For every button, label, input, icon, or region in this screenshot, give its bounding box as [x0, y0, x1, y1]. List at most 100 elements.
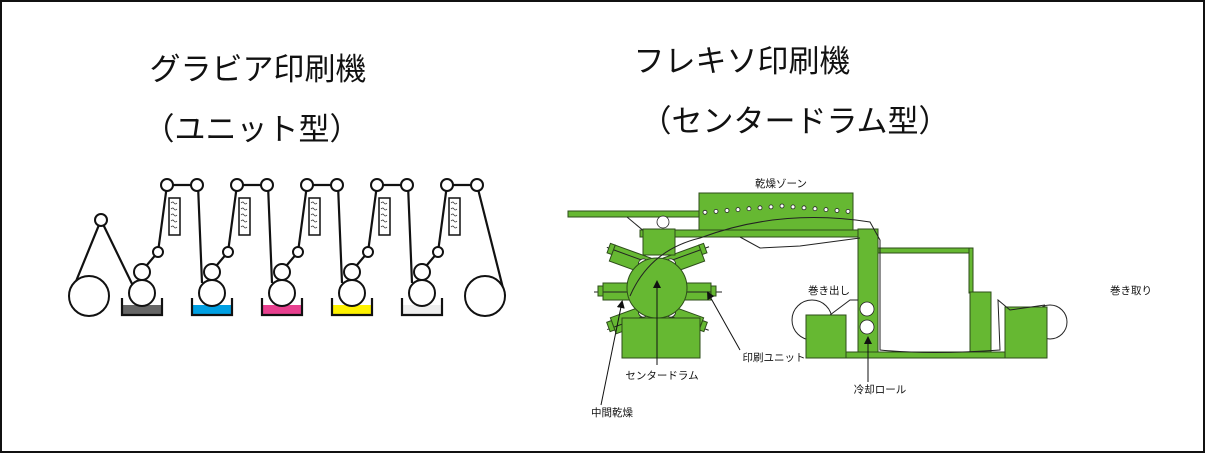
label-center-drum: センタードラム — [625, 370, 698, 382]
heater-coil — [170, 225, 178, 229]
upper-block — [642, 228, 676, 256]
press-base — [621, 317, 701, 359]
dryer-box — [308, 197, 321, 236]
gravure-cylinder — [408, 279, 436, 307]
gravure-unit-diagram — [68, 178, 507, 317]
unwind-stand — [805, 314, 847, 359]
rewind-roll — [464, 275, 506, 317]
drying-zone-box — [698, 192, 854, 232]
ink-2 — [192, 305, 232, 315]
gravure-cylinder — [338, 279, 366, 307]
dryer-roller — [823, 207, 829, 213]
heater-coil — [450, 201, 458, 205]
guide-roller — [292, 246, 304, 258]
dryer-box — [238, 197, 251, 236]
ink-tank — [260, 298, 304, 317]
web-path — [629, 217, 1046, 353]
flexo-center-drum-diagram: 乾燥ゾーン 巻き出し 巻き取り 印刷ユニット センタードラム 冷却ロール 中間乾… — [567, 177, 1152, 419]
dryer-roller — [724, 208, 730, 213]
label-chill-roll: 冷却ロール — [854, 383, 907, 396]
impression-roller — [133, 263, 151, 281]
heater-coil — [240, 225, 248, 229]
top-roller — [400, 178, 414, 192]
heater-coil — [170, 213, 178, 217]
top-roller — [440, 178, 454, 192]
impression-roller — [273, 263, 291, 281]
guide-roller — [362, 246, 374, 258]
heater-coil — [240, 213, 248, 217]
upper-beam — [639, 229, 879, 238]
gravure-cylinder — [268, 279, 296, 307]
dryer-box — [448, 197, 461, 236]
heater-coil — [380, 213, 388, 217]
heater-coil — [310, 219, 318, 223]
heater-coil — [240, 201, 248, 205]
arrow-interstation-drying — [600, 300, 625, 406]
ink-tank — [330, 298, 374, 317]
chill-roll-1 — [859, 301, 875, 317]
guide-roller — [94, 213, 108, 227]
heater-coil — [450, 225, 458, 229]
dryer-roller — [801, 205, 807, 211]
chill-roll-2 — [859, 319, 875, 335]
heater-coil — [380, 207, 388, 211]
gravure-cylinder — [198, 279, 226, 307]
label-rewind: 巻き取り — [1110, 285, 1152, 297]
support-strut — [626, 216, 646, 233]
top-roller — [160, 178, 174, 192]
heater-coil — [240, 219, 248, 223]
dryer-box — [168, 197, 181, 236]
flexo-subtitle: （センタードラム型） — [640, 104, 949, 140]
heater-coil — [310, 201, 318, 205]
dryer-roller — [713, 208, 719, 214]
impression-roller — [203, 263, 221, 281]
top-roller — [470, 178, 484, 192]
frame-top-bar — [877, 247, 974, 254]
dryer-roller — [812, 206, 818, 212]
gravure-subtitle: （ユニット型） — [144, 112, 361, 148]
heater-coil — [310, 207, 318, 211]
unwind-roll — [68, 275, 110, 317]
gravure-title: グラビア印刷機 — [150, 52, 367, 88]
top-roller — [300, 178, 314, 192]
arrow-print-unit — [707, 291, 741, 351]
ink-1 — [122, 305, 162, 315]
ink-3 — [262, 305, 302, 315]
heater-coil — [170, 201, 178, 205]
top-roller — [260, 178, 274, 192]
ink-4 — [332, 305, 372, 315]
top-roller — [230, 178, 244, 192]
dryer-roller — [790, 204, 796, 210]
dryer-roller — [735, 207, 741, 213]
heater-coil — [170, 219, 178, 223]
heater-coil — [310, 225, 318, 229]
label-drying-zone: 乾燥ゾーン — [755, 177, 807, 190]
dryer-roller — [746, 206, 752, 212]
dryer-roller — [702, 209, 708, 215]
rewind-stand — [1004, 306, 1048, 359]
top-roller — [330, 178, 344, 192]
gravure-cylinder — [128, 279, 156, 307]
heater-coil — [380, 225, 388, 229]
dryer-rollers — [702, 203, 851, 215]
rewind-side-unit — [969, 291, 992, 359]
heater-coil — [450, 219, 458, 223]
label-print-unit: 印刷ユニット — [743, 351, 806, 364]
ink-tank — [190, 298, 234, 317]
label-interstation-drying: 中間乾燥 — [591, 406, 633, 419]
dryer-roller — [845, 208, 851, 214]
flexo-title: フレキソ印刷機 — [634, 44, 851, 80]
heater-coil — [450, 213, 458, 217]
ink-tank — [400, 298, 444, 317]
heater-coil — [170, 207, 178, 211]
heater-coil — [240, 207, 248, 211]
guide-roller — [152, 246, 164, 258]
impression-roller — [413, 263, 431, 281]
dryer-roller — [757, 205, 763, 211]
nip-roller — [656, 215, 670, 229]
dryer-roller — [834, 208, 840, 213]
ink-5 — [402, 305, 442, 315]
ink-tank — [120, 298, 164, 317]
